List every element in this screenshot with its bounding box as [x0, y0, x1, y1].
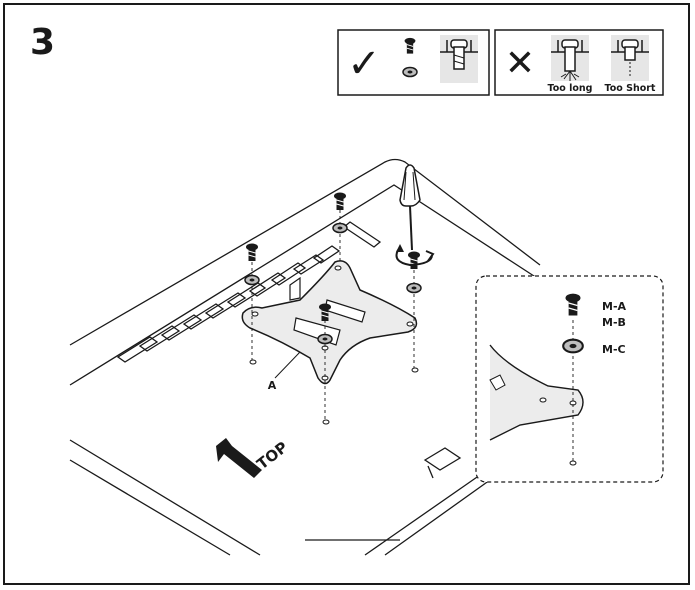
washer-label-m-c: M-C	[602, 343, 626, 356]
too-short-icon	[611, 35, 649, 81]
correct-panel: ✓	[337, 29, 490, 96]
cross-icon: ✕	[505, 43, 535, 84]
incorrect-panel: ✕ Too long Too Short	[494, 29, 664, 96]
top-arrow-icon	[216, 438, 262, 478]
instruction-frame	[3, 3, 690, 585]
screw-assembly-top	[332, 192, 348, 262]
step-number: 3	[30, 22, 56, 63]
monitor-back	[69, 158, 541, 556]
correct-fit-icon	[440, 35, 478, 83]
screw-assembly-center	[317, 303, 333, 425]
screw-label-m-b: M-B	[602, 316, 626, 329]
screwdriver-icon	[399, 164, 421, 251]
inset-washer-icon	[562, 338, 584, 354]
screw-assembly-left	[244, 243, 260, 365]
plate-leader-line	[274, 351, 301, 379]
too-long-label: Too long	[548, 83, 593, 94]
screw-assembly-right	[406, 251, 422, 373]
screw-label-m-a: M-A	[602, 300, 627, 313]
detail-inset: M-A M-B M-C	[475, 275, 664, 483]
check-icon: ✓	[347, 41, 381, 87]
too-long-icon	[551, 35, 589, 81]
rotate-arrow-icon	[395, 244, 435, 267]
plate-label: A	[268, 379, 277, 392]
too-short-label: Too Short	[605, 83, 656, 94]
washer-icon	[402, 66, 418, 78]
